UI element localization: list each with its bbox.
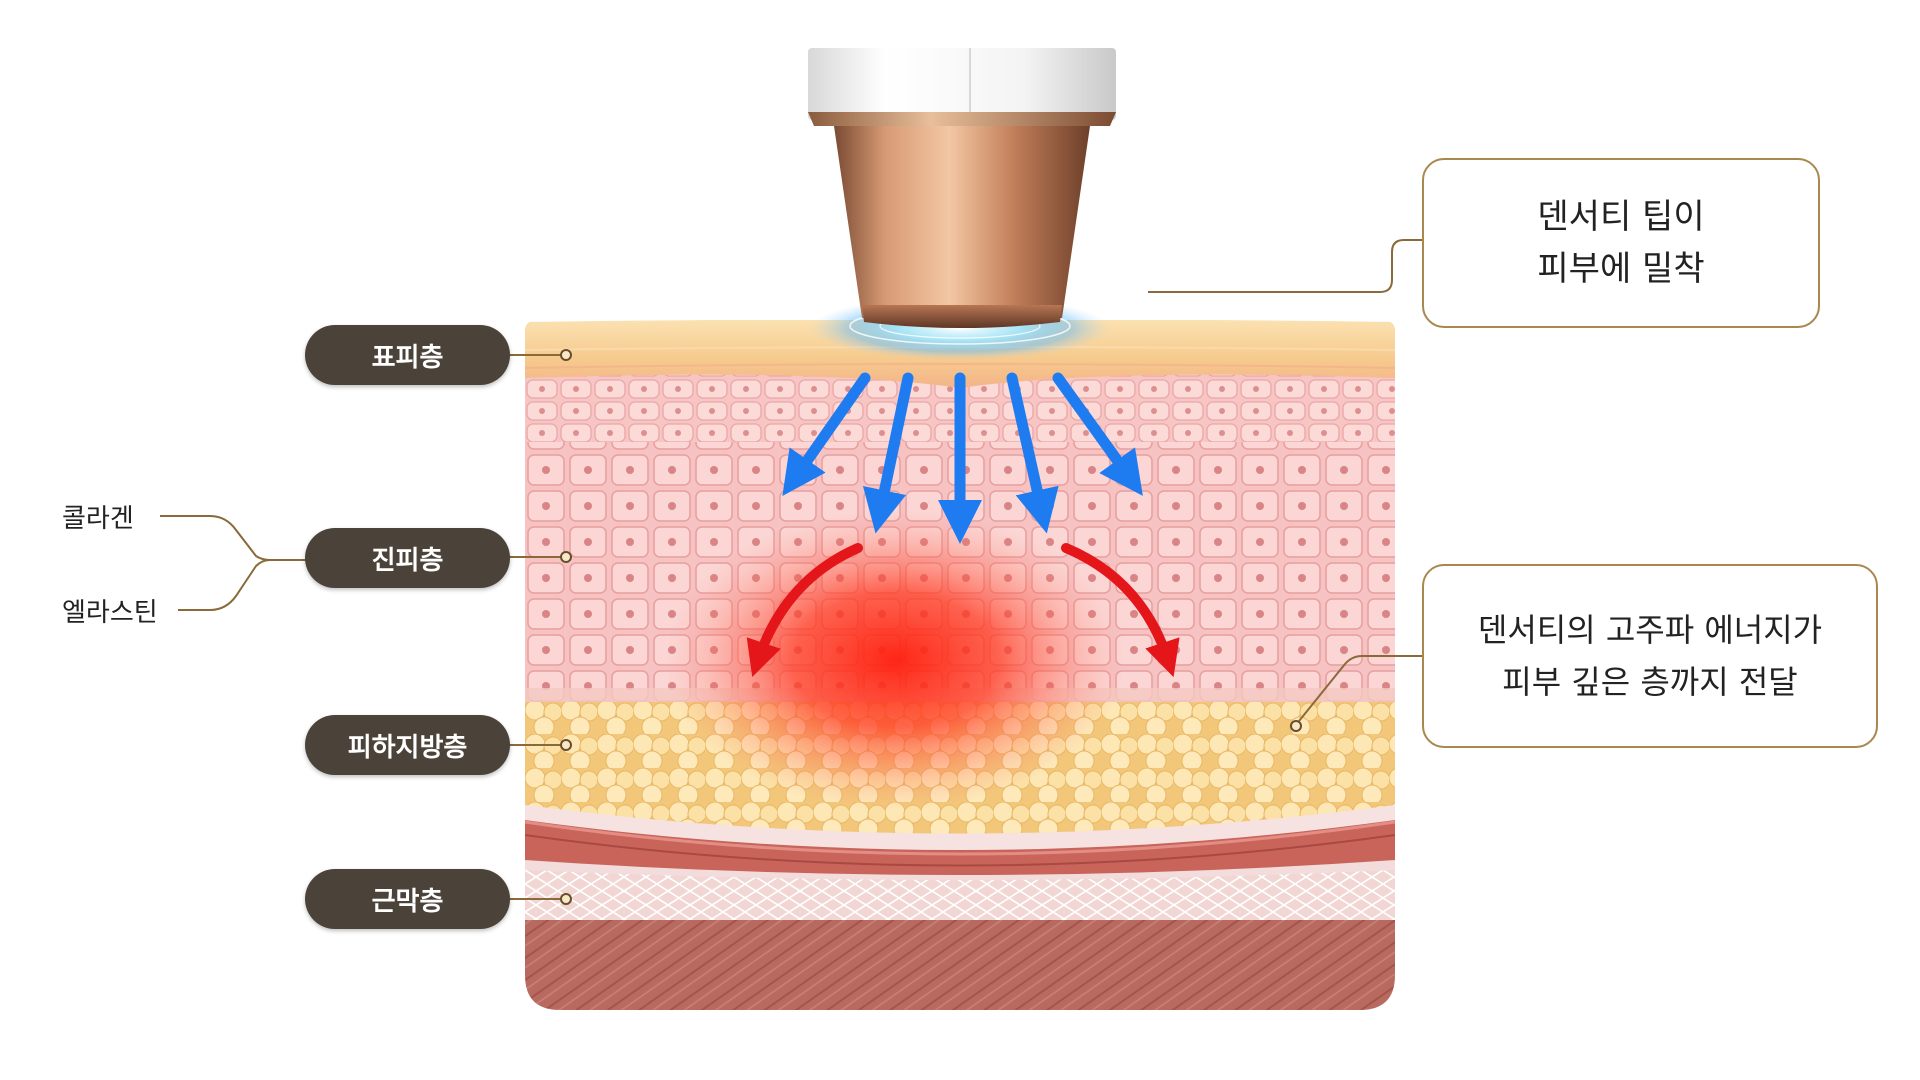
collagen-label: 콜라겐 bbox=[62, 504, 134, 534]
callout-tip-contact-line2: 피부에 밀착 bbox=[1537, 249, 1705, 289]
callout-energy-delivery-line2: 피부 깊은 층까지 전달 bbox=[1502, 663, 1798, 701]
label-dermis: 진피층 bbox=[305, 528, 510, 588]
blue-down-arrow-icon bbox=[862, 372, 914, 534]
device-tip bbox=[834, 126, 1090, 318]
leader-lines bbox=[160, 239, 1422, 900]
label-subcutaneous-fat: 피하지방층 bbox=[305, 715, 510, 775]
blue-down-arrow-icon bbox=[1006, 372, 1059, 534]
callout-tip-contact: 덴서티 팁이 피부에 밀착 bbox=[1422, 158, 1820, 328]
rf-device-tip-icon bbox=[808, 48, 1116, 328]
red-curved-arrow-icon bbox=[746, 543, 863, 678]
fibrous-band bbox=[525, 800, 1395, 850]
callout-tip-contact-line1: 덴서티 팁이 bbox=[1537, 197, 1705, 237]
muscle-layer bbox=[525, 910, 1395, 1010]
blue-down-arrow-icon bbox=[1052, 372, 1143, 496]
label-epidermis: 표피층 bbox=[305, 325, 510, 385]
device-ring bbox=[808, 112, 1116, 126]
heat-zone bbox=[665, 510, 1125, 810]
heat-arrows bbox=[746, 543, 1180, 678]
leader-dots bbox=[560, 349, 1302, 905]
cooling-arrows bbox=[782, 372, 1143, 544]
red-curved-arrow-icon bbox=[1061, 543, 1180, 678]
label-fascia: 근막층 bbox=[305, 869, 510, 929]
device-handle bbox=[808, 48, 1116, 120]
elastin-label: 엘라스틴 bbox=[62, 598, 158, 628]
muscle-band bbox=[525, 815, 1395, 875]
callout-energy-delivery-line1: 덴서티의 고주파 에너지가 bbox=[1477, 611, 1823, 649]
callout-energy-delivery: 덴서티의 고주파 에너지가 피부 깊은 층까지 전달 bbox=[1422, 564, 1878, 748]
blue-down-arrow-icon bbox=[782, 372, 871, 497]
